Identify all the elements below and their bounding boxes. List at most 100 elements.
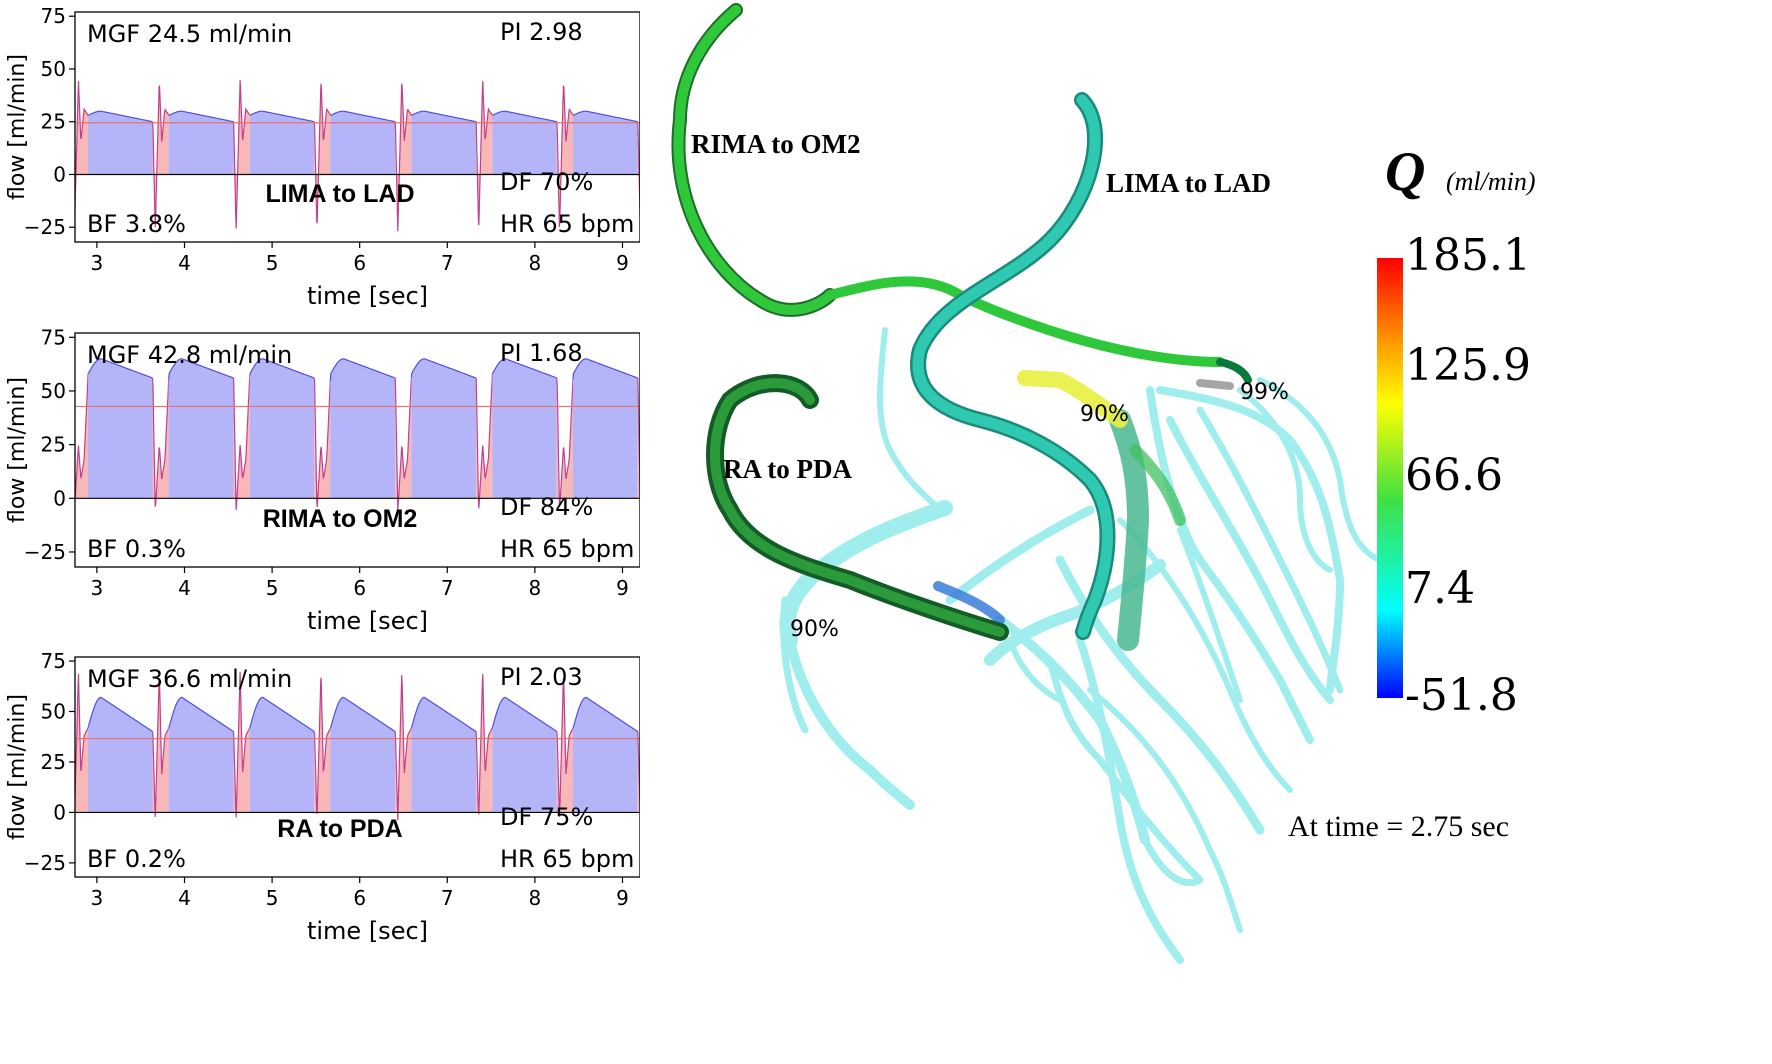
x-tick-label: 6 (353, 251, 366, 275)
x-tick-label: 9 (616, 251, 629, 275)
x-tick-label: 7 (441, 251, 454, 275)
y-tick-label: 25 (41, 110, 66, 134)
systolic-line (313, 83, 331, 224)
bf-annotation: BF 3.8% (87, 210, 186, 238)
y-tick-label: 50 (41, 379, 66, 403)
native-vessels (779, 327, 1383, 964)
systolic-area (75, 81, 89, 209)
label-rima: RIMA to OM2 (691, 129, 860, 159)
diastolic-line (411, 110, 477, 123)
x-tick-label: 7 (441, 886, 454, 910)
systolic-area (233, 80, 250, 229)
colorbar-ramp (1377, 258, 1403, 698)
native-vessel (1055, 555, 1265, 835)
diastolic-line (87, 110, 153, 123)
systolic-area (556, 378, 573, 506)
systolic-area (233, 375, 250, 510)
x-tick-label: 8 (529, 251, 542, 275)
x-tick-label: 5 (266, 886, 279, 910)
systolic-area (556, 85, 573, 228)
diastolic-area (88, 358, 153, 499)
y-tick-label: 75 (41, 649, 66, 673)
stenosis-label: 90% (790, 617, 839, 642)
diastolic-area (573, 111, 638, 175)
stenosis-segment (1017, 370, 1128, 428)
hr-annotation: HR 65 bpm (500, 210, 634, 238)
diastolic-area (330, 358, 396, 499)
colorbar-symbol: Q (1385, 141, 1425, 203)
diastolic-area (411, 111, 477, 175)
chart-title: RA to PDA (277, 815, 402, 843)
plot-area (75, 671, 640, 821)
native-vessel (1237, 387, 1333, 573)
diastolic-line (249, 358, 315, 379)
mgf-annotation: MGF 36.6 ml/min (87, 665, 292, 693)
diastolic-line (491, 358, 558, 379)
graft-labels: RIMA to OM2 LIMA to LAD RA to PDA (691, 129, 1271, 484)
pi-annotation: PI 2.03 (500, 663, 583, 691)
diastolic-area (249, 358, 315, 499)
systolic-line (233, 80, 251, 229)
diastolic-area (249, 697, 315, 813)
systolic-area (314, 377, 331, 507)
hr-annotation: HR 65 bpm (500, 535, 634, 563)
diastolic-line (329, 110, 396, 123)
diastolic-line (410, 696, 477, 733)
systolic-area (395, 377, 412, 511)
x-tick-label: 7 (441, 576, 454, 600)
systolic-line (394, 377, 412, 511)
systolic-area (395, 83, 412, 232)
x-axis-label: time [sec] (307, 917, 428, 945)
systolic-line (556, 85, 574, 228)
y-tick-label: −25 (24, 851, 66, 875)
systolic-line (394, 83, 412, 232)
coronary-model: RIMA to OM2 LIMA to LAD RA to PDA 90% 99… (671, 3, 1536, 964)
plot-area (75, 358, 640, 511)
native-vessel (1007, 637, 1063, 703)
systolic-area (152, 378, 169, 506)
native-vessel (780, 596, 809, 734)
systolic-line (313, 377, 331, 508)
x-tick-label: 4 (178, 576, 191, 600)
diastolic-line (168, 696, 234, 733)
x-tick-label: 8 (529, 576, 542, 600)
native-vessel (1257, 377, 1383, 563)
native-vessel (1196, 406, 1344, 694)
label-lima: LIMA to LAD (1106, 168, 1271, 198)
x-tick-label: 5 (266, 576, 279, 600)
diastolic-line (249, 110, 315, 123)
diastolic-line (410, 358, 477, 379)
systolic-line (151, 85, 170, 228)
diastolic-line (329, 358, 396, 382)
plot-frame (74, 656, 640, 878)
mgf-annotation: MGF 42.8 ml/min (87, 341, 292, 369)
stenosis-segment (933, 581, 1005, 625)
diastolic-line (87, 696, 153, 732)
lad-branch (1129, 444, 1186, 526)
systolic-line (475, 373, 493, 509)
native-vessel (1156, 386, 1344, 694)
rima-graft (673, 5, 1225, 367)
stenosis-label: 90% (1080, 402, 1129, 427)
colorbar-tick: 125.9 (1405, 340, 1531, 391)
x-axis-label: time [sec] (307, 607, 428, 635)
systolic-line (475, 81, 493, 226)
x-tick-label: 4 (178, 251, 191, 275)
colorbar-tick: 185.1 (1405, 230, 1531, 281)
diastolic-area (249, 111, 315, 175)
hr-annotation: HR 65 bpm (500, 845, 634, 873)
df-annotation: DF 84% (500, 493, 593, 521)
native-vessel (1087, 687, 1243, 933)
diastolic-area (88, 111, 153, 175)
y-tick-label: 0 (53, 162, 66, 186)
x-tick-label: 8 (529, 886, 542, 910)
diastolic-area (330, 697, 396, 813)
diastolic-area (168, 697, 234, 813)
diastolic-line (572, 696, 639, 733)
systolic-line (75, 673, 89, 799)
plot-frame (74, 332, 640, 568)
chart-title: RIMA to OM2 (263, 505, 418, 533)
mgf-annotation: MGF 24.5 ml/min (87, 20, 292, 48)
stenosis-marker (1196, 379, 1234, 390)
